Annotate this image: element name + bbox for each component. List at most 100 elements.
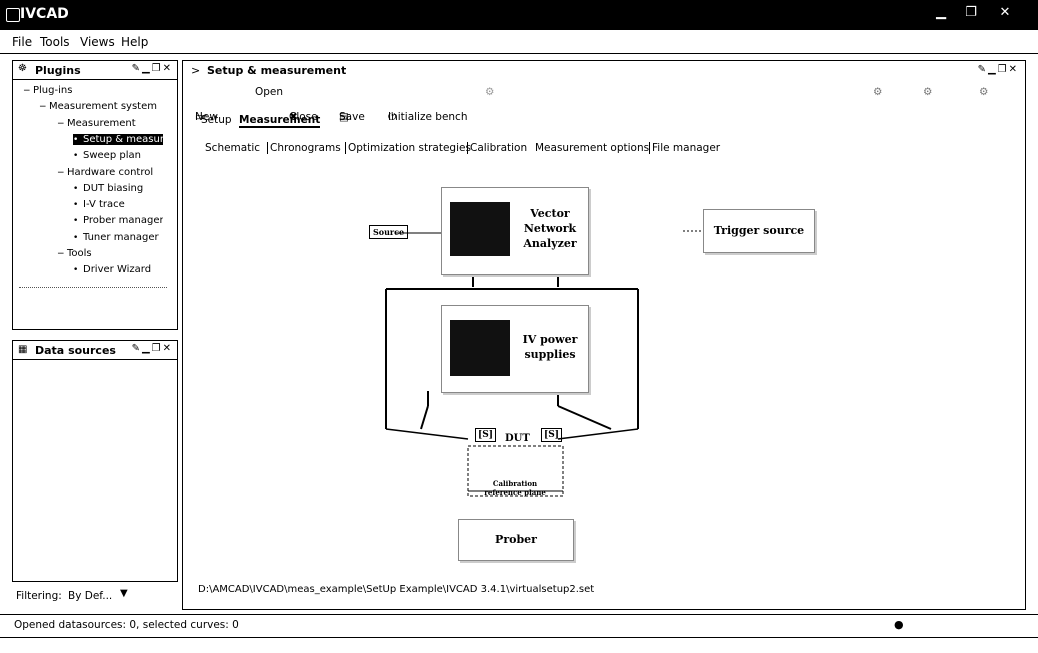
tree-item[interactable]: −Tools: [57, 248, 92, 259]
panel-controls[interactable]: ✎▁❐✕: [131, 63, 173, 74]
expander-icon: −: [57, 249, 65, 259]
filtering-label: Filtering:: [16, 590, 62, 602]
tab-optimization[interactable]: Optimization strategies: [345, 142, 471, 154]
tab-setup[interactable]: Setup: [201, 114, 232, 126]
plugin-icon: •: [73, 151, 79, 162]
tab-chronograms[interactable]: Chronograms: [267, 142, 341, 154]
save-icon: ▤: [339, 111, 349, 123]
iv-power-block[interactable]: IV power supplies: [441, 305, 589, 393]
start-button[interactable]: ⚙: [873, 86, 883, 98]
plugin-icon: •: [73, 134, 79, 145]
s-param-left: [S]: [475, 428, 497, 442]
vna-block[interactable]: Vector Network Analyzer: [441, 187, 589, 275]
plugin-icon: •: [73, 265, 79, 276]
title-bar: IVCAD ▁ ❐ ✕: [0, 0, 1038, 30]
stop-button[interactable]: ⚙: [979, 86, 989, 98]
filtering-select[interactable]: By Def...: [68, 590, 113, 602]
tree-item[interactable]: −Plug-ins: [23, 85, 72, 96]
file-path: D:\AMCAD\IVCAD\meas_example\SetUp Exampl…: [198, 584, 595, 595]
s-param-right: [S]: [541, 428, 563, 442]
prober-label: Prober: [495, 533, 537, 546]
vertical-scrollbar[interactable]: [1013, 165, 1021, 555]
tree-item-label: I-V trace: [83, 199, 125, 211]
database-icon: ▦: [18, 344, 28, 355]
plugins-icon: ☸: [18, 63, 27, 74]
tree-item[interactable]: −Measurement: [57, 118, 136, 129]
trigger-source-label: Trigger source: [713, 224, 805, 237]
tree-item-label: Plug-ins: [33, 85, 73, 96]
tree-item-label: Sweep plan: [83, 150, 141, 162]
tree-scrollbar[interactable]: [19, 287, 167, 296]
tree-item-label: Measurement system: [49, 101, 157, 113]
plugin-icon: •: [73, 183, 79, 194]
plugins-panel: ☸ Plugins ✎▁❐✕ −Plug-ins−Measurement sys…: [12, 60, 178, 330]
expander-icon: −: [39, 102, 47, 113]
tree-item[interactable]: • Setup & measurement: [73, 133, 163, 145]
menu-bar: File Tools Views Help: [0, 31, 1038, 54]
menu-file[interactable]: File: [12, 35, 33, 49]
tree-item-label: Measurement: [67, 117, 136, 129]
chevron-right-icon: >: [191, 64, 201, 77]
tree-item-label: Tools: [67, 248, 92, 259]
close-window-button[interactable]: ✕: [999, 5, 1011, 20]
disabled-toolbar-button: ⚙: [485, 86, 495, 98]
tree-item[interactable]: • Sweep plan: [73, 150, 141, 161]
tree-item[interactable]: • Tuner manager: [73, 232, 159, 243]
dut-label[interactable]: DUT: [505, 433, 530, 444]
tab-file-manager[interactable]: File manager: [649, 142, 720, 154]
menu-tools[interactable]: Tools: [40, 35, 70, 49]
panel-controls[interactable]: ✎▁❐✕: [131, 343, 173, 354]
memory-icon: ●: [894, 618, 904, 631]
prober-block[interactable]: Prober: [458, 519, 574, 561]
tab-measurement[interactable]: Measurement: [239, 114, 321, 128]
trigger-source-block[interactable]: Trigger source: [703, 209, 815, 253]
tree-item-label: Driver Wizard: [83, 264, 152, 276]
tree-item[interactable]: • Prober manager: [73, 215, 163, 226]
app-icon: [6, 8, 20, 22]
expander-icon: −: [57, 118, 65, 129]
tab-calibration[interactable]: Calibration: [467, 142, 527, 154]
tree-item[interactable]: • Driver Wizard: [73, 264, 151, 275]
maximize-button[interactable]: ❐: [965, 5, 977, 20]
iv-power-label: IV power supplies: [522, 333, 578, 361]
tree-item-label: Setup & measurement: [83, 133, 163, 145]
plugins-panel-header: ☸ Plugins ✎▁❐✕: [13, 61, 177, 80]
panel-controls[interactable]: ✎▁❐✕: [977, 64, 1019, 75]
datasources-panel-title: Data sources: [35, 344, 116, 357]
vna-label: Vector Network Analyzer: [523, 207, 577, 250]
tree-item-label: Tuner manager: [83, 231, 159, 243]
status-text: Opened datasources: 0, selected curves: …: [14, 619, 239, 631]
tab-schematic[interactable]: Schematic: [205, 142, 261, 154]
expander-icon: −: [57, 167, 65, 178]
close-icon: ✖: [289, 111, 298, 123]
datasources-panel: ▦ Data sources ✎▁❐✕: [12, 340, 178, 582]
tree-item-label: Prober manager: [83, 215, 163, 227]
tree-item[interactable]: −Hardware control: [57, 167, 153, 178]
setup-measurement-panel: > Setup & measurement ✎▁❐✕ ▭ New Open ✖ …: [182, 60, 1026, 610]
tree-item-label: DUT biasing: [83, 182, 144, 194]
tree-item[interactable]: −Measurement system: [39, 101, 157, 112]
expander-icon: −: [23, 86, 31, 96]
plugin-icon: •: [73, 216, 79, 227]
tree-item[interactable]: • DUT biasing: [73, 183, 143, 194]
chevron-down-icon[interactable]: ▼: [120, 588, 128, 599]
plugins-panel-title: Plugins: [35, 64, 81, 77]
schematic-wires: [385, 230, 701, 497]
tree-item[interactable]: • I-V trace: [73, 199, 125, 210]
window-title: IVCAD: [20, 6, 69, 22]
plugin-icon: •: [73, 200, 79, 211]
calibration-plane-label: Calibration reference plane: [484, 479, 546, 497]
iv-image: [450, 320, 510, 376]
source-block[interactable]: Source: [369, 225, 409, 239]
resume-button[interactable]: ⚙: [923, 86, 933, 98]
menu-help[interactable]: Help: [121, 35, 149, 49]
plugin-icon: •: [73, 232, 79, 243]
open-button[interactable]: Open: [255, 86, 284, 98]
tree-item-label: Hardware control: [67, 166, 154, 178]
power-icon: ⏻: [388, 111, 397, 123]
status-bar: Opened datasources: 0, selected curves: …: [0, 614, 1038, 638]
minimize-button[interactable]: ▁: [936, 5, 946, 20]
tab-measurement-options[interactable]: Measurement options: [535, 142, 650, 154]
new-icon: ▭: [195, 111, 205, 123]
menu-views[interactable]: Views: [80, 35, 115, 49]
